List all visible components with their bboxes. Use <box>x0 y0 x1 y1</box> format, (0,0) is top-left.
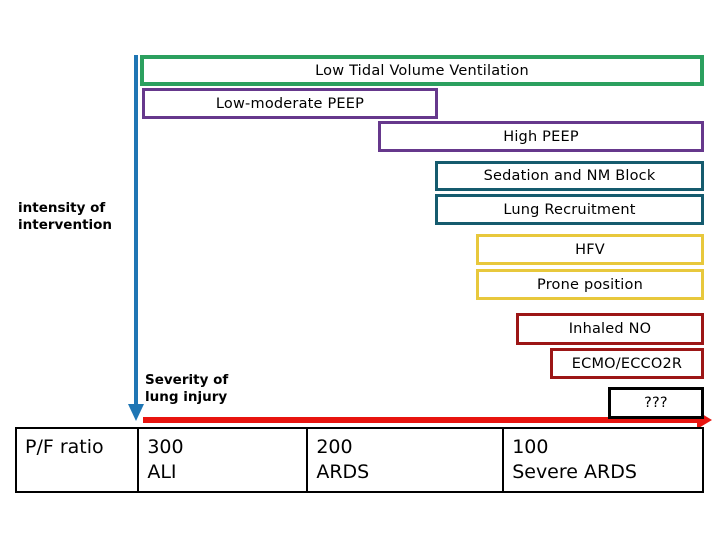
intervention-box[interactable]: High PEEP <box>378 121 704 152</box>
intervention-box[interactable]: Lung Recruitment <box>435 194 704 225</box>
intervention-box[interactable]: HFV <box>476 234 704 265</box>
intensity-axis-label: intensity of intervention <box>18 200 113 233</box>
severity-axis-arrow-shaft <box>143 417 701 423</box>
pf-table-cell: 300 ALI <box>139 429 309 491</box>
intervention-box[interactable]: ECMO/ECCO2R <box>550 348 704 379</box>
intensity-axis-arrow-shaft <box>134 55 138 410</box>
pf-table-cell: 200 ARDS <box>308 429 505 491</box>
severity-axis-label: Severity of lung injury <box>145 372 229 405</box>
pf-table-cell: P/F ratio <box>17 429 140 491</box>
intervention-box[interactable]: Prone position <box>476 269 704 300</box>
intervention-box[interactable]: Sedation and NM Block <box>435 161 704 191</box>
intensity-axis-arrow-head <box>128 404 144 421</box>
intervention-box[interactable]: Low-moderate PEEP <box>142 88 438 119</box>
pf-table-cell: 100 Severe ARDS <box>512 436 637 483</box>
intervention-box[interactable]: ??? <box>608 387 704 419</box>
intervention-box[interactable]: Inhaled NO <box>516 313 704 345</box>
intervention-box[interactable]: Low Tidal Volume Ventilation <box>140 55 704 86</box>
